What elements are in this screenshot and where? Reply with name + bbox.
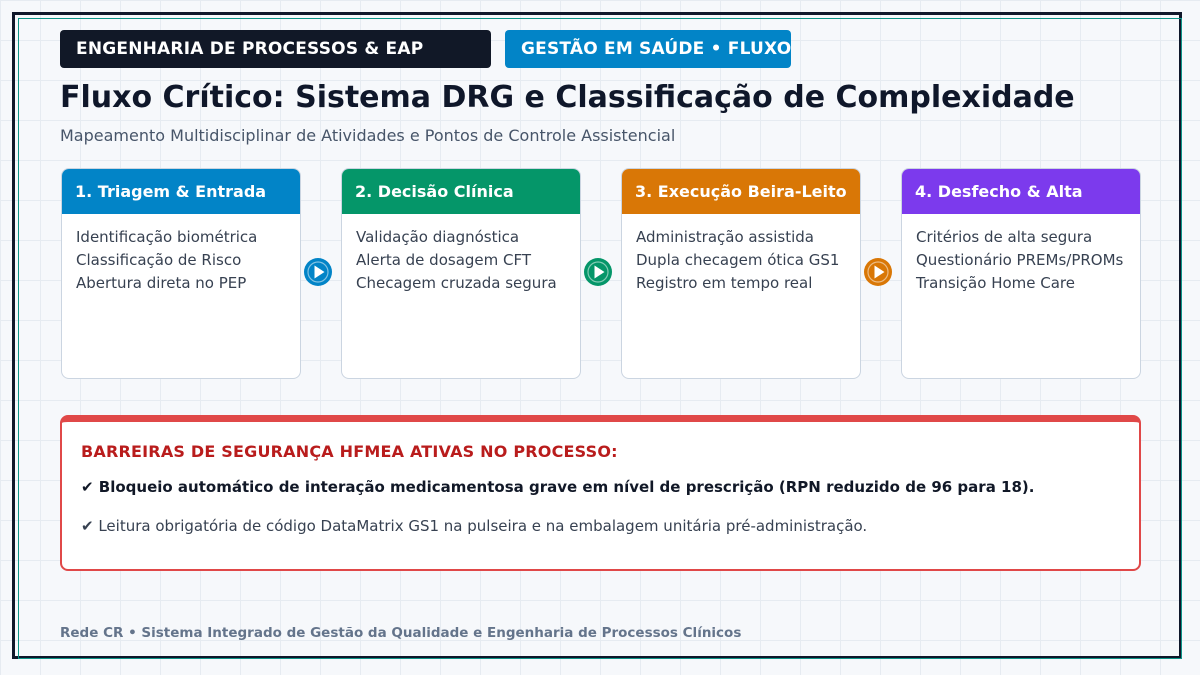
step-card-decisao: 2. Decisão Clínica Validação diagnóstica… [341,168,581,379]
step-header: 1. Triagem & Entrada [62,169,300,214]
step-item: Questionário PREMs/PROMs [916,251,1124,269]
step-card-execucao: 3. Execução Beira-Leito Administração as… [621,168,861,379]
step-body: Validação diagnóstica Alerta de dosagem … [342,214,580,295]
category-tag: ENGENHARIA DE PROCESSOS & EAP [60,30,491,68]
step-header: 2. Decisão Clínica [342,169,580,214]
domain-tag: GESTÃO EM SAÚDE • FLUXO [505,30,791,68]
step-item: Transição Home Care [916,274,1075,292]
step-item: Dupla checagem ótica GS1 [636,251,840,269]
barrier-item: ✔ Leitura obrigatória de código DataMatr… [81,517,868,535]
step-item: Critérios de alta segura [916,228,1093,246]
step-item: Identificação biométrica [76,228,258,246]
step-header: 4. Desfecho & Alta [902,169,1140,214]
play-arrow-icon [864,258,892,286]
step-body: Identificação biométrica Classificação d… [62,214,300,295]
step-body: Administração assistida Dupla checagem ó… [622,214,860,295]
step-item: Classificação de Risco [76,251,242,269]
step-item: Checagem cruzada segura [356,274,557,292]
step-header: 3. Execução Beira-Leito [622,169,860,214]
page-subtitle: Mapeamento Multidisciplinar de Atividade… [60,126,676,145]
step-item: Validação diagnóstica [356,228,520,246]
step-card-triagem: 1. Triagem & Entrada Identificação biomé… [61,168,301,379]
outer-frame [12,12,1182,659]
inner-frame [18,18,1182,659]
barriers-title: BARREIRAS DE SEGURANÇA HFMEA ATIVAS NO P… [81,442,618,461]
step-item: Registro em tempo real [636,274,813,292]
step-item: Abertura direta no PEP [76,274,247,292]
page-title: Fluxo Crítico: Sistema DRG e Classificaç… [60,80,1075,115]
step-body: Critérios de alta segura Questionário PR… [902,214,1140,295]
step-card-desfecho: 4. Desfecho & Alta Critérios de alta seg… [901,168,1141,379]
step-item: Alerta de dosagem CFT [356,251,532,269]
play-arrow-icon [304,258,332,286]
step-item: Administração assistida [636,228,814,246]
barrier-item: ✔ Bloqueio automático de interação medic… [81,478,1035,496]
footer-text: Rede CR • Sistema Integrado de Gestão da… [60,625,742,641]
safety-barriers-panel: BARREIRAS DE SEGURANÇA HFMEA ATIVAS NO P… [60,415,1141,571]
play-arrow-icon [584,258,612,286]
